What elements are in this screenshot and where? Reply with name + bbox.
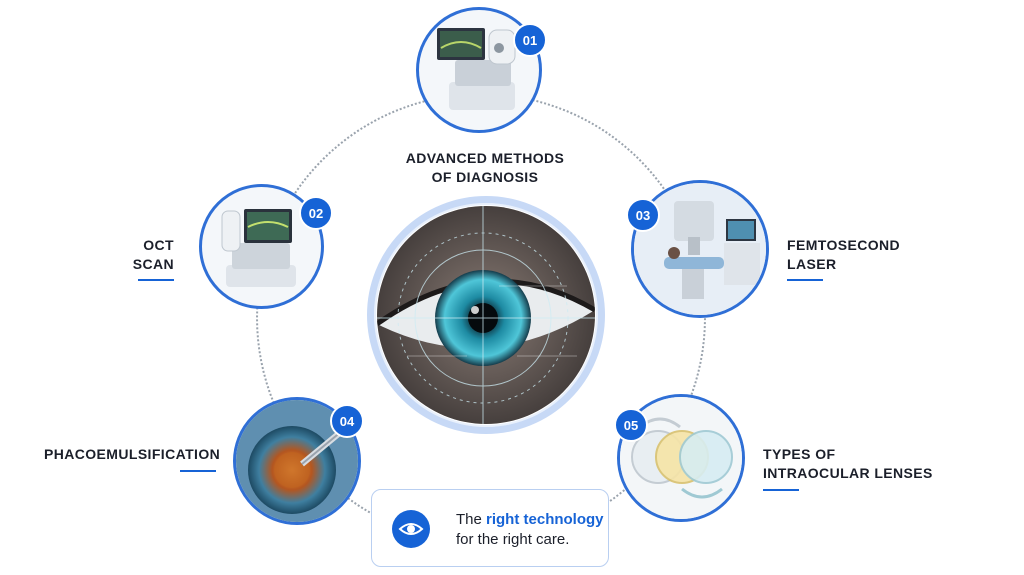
node-intraocular-lenses — [617, 394, 745, 522]
node-phacoemulsification — [233, 397, 361, 525]
node-oct-scan — [199, 184, 324, 309]
step-badge-05: 05 — [614, 408, 648, 442]
label-phacoemulsification: PHACOEMULSIFICATION — [44, 446, 221, 462]
label-intraocular-lenses: TYPES OF INTRAOCULAR LENSES — [763, 446, 933, 481]
underline-intraocular-lenses — [763, 489, 799, 491]
tagline-accent: right technology — [486, 511, 604, 528]
step-badge-02: 02 — [299, 196, 333, 230]
center-ring — [367, 196, 605, 434]
diagnostic-device-icon — [419, 10, 539, 130]
underline-femtosecond-laser — [787, 279, 823, 281]
intraocular-lens-icon — [620, 397, 742, 519]
label-femtosecond-laser: FEMTOSECOND LASER — [787, 237, 901, 272]
step-badge-03: 03 — [626, 198, 660, 232]
label-advanced-diagnosis: ADVANCED METHODS OF DIAGNOSIS — [405, 150, 565, 185]
eye-icon — [392, 510, 430, 548]
step-badge-04: 04 — [330, 404, 364, 438]
underline-phacoemulsification — [180, 470, 216, 472]
phaco-eye-icon — [236, 400, 358, 522]
center-eye-image — [377, 206, 595, 424]
step-badge-01: 01 — [513, 23, 547, 57]
tagline-card: The right technology for the right care. — [371, 489, 609, 567]
tagline-text: The right technology for the right care. — [456, 511, 604, 548]
label-oct-scan: OCT SCAN — [132, 237, 174, 272]
underline-oct-scan — [138, 279, 174, 281]
oct-scanner-icon — [202, 187, 321, 306]
